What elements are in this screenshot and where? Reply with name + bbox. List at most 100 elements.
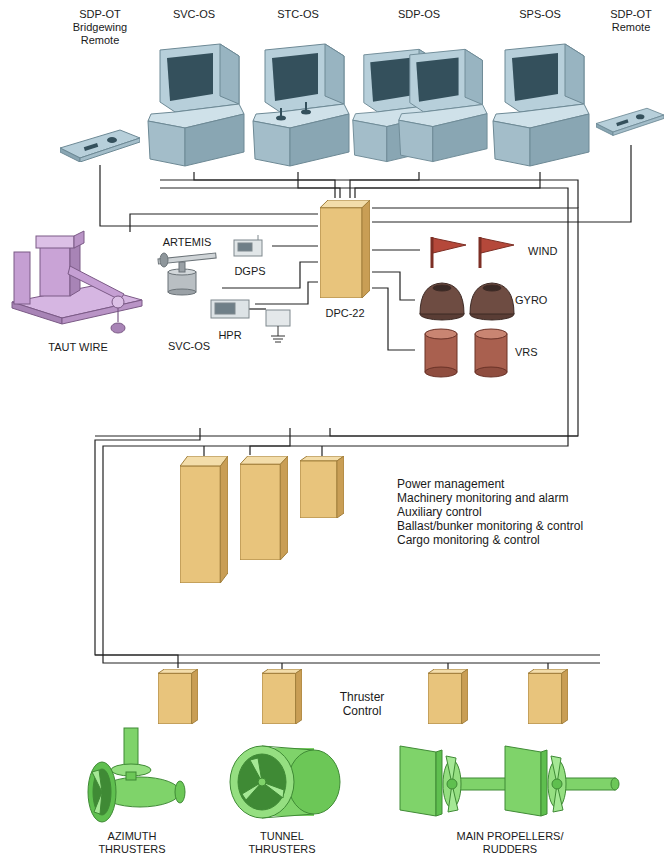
label-group: MAIN PROPELLERS/ RUDDERS [450, 830, 570, 856]
function-item: Machinery monitoring and alarm [397, 491, 583, 505]
sensor-unit: WIND [420, 234, 560, 268]
thruster-unit: MAIN PROPELLERS/ RUDDERS [390, 728, 630, 856]
machinery-cabinet [300, 456, 344, 518]
remote-panel [596, 108, 664, 135]
node-label: WIND [528, 245, 557, 258]
tunnel-thruster [258, 778, 266, 786]
node-label: AZIMUTH THRUSTERS [87, 830, 177, 856]
taut-wire-illustration [14, 252, 30, 304]
taut-wire-illustration [40, 246, 70, 296]
hpr-unit [215, 303, 235, 314]
gyro-compass [420, 283, 464, 314]
controller-cabinet: DPC-22 [318, 198, 372, 320]
operator-console [148, 44, 244, 166]
taut-wire-illustration [62, 300, 142, 324]
label-group: SVC-OS [168, 340, 210, 353]
wind-sensor [433, 238, 466, 253]
artemis-antenna [179, 262, 185, 272]
network-bus [447, 663, 448, 669]
thruster-control-cabinet [158, 669, 568, 724]
hpr-unit [275, 342, 281, 343]
sensor-unit: GYRO [415, 278, 560, 322]
gyro-compass [433, 285, 451, 291]
node-label: ARTEMIS [152, 236, 222, 249]
network-bus [103, 188, 600, 663]
label-group: DGPS [228, 265, 272, 278]
taut-wire-illustration [12, 302, 62, 324]
azimuth-thruster [92, 770, 102, 814]
thruster-control-cabinet [158, 669, 198, 724]
tunnel-thruster [230, 746, 340, 818]
label-group: TAUT WIRE [8, 341, 148, 354]
label-group: ARTEMIS [152, 236, 222, 249]
network-bus [281, 663, 282, 669]
taut-wire-illustration [112, 296, 124, 308]
main-propeller-rudder [505, 746, 541, 816]
node-label: SPS-OS [490, 8, 590, 21]
label-group: SDP-OT Bridgewing Remote [65, 8, 135, 47]
tunnel-thruster [288, 750, 340, 814]
joystick [301, 110, 311, 115]
vrs-sensor [475, 329, 507, 339]
tunnel-thruster [242, 758, 284, 800]
vrs-sensor [425, 329, 507, 377]
label-group: SDP-OT Remote [601, 8, 661, 34]
main-propeller-rudder [436, 750, 442, 816]
taut-wire-illustration [74, 231, 84, 248]
sensor-unit: ARTEMIS [152, 236, 222, 296]
operator-console [253, 44, 349, 166]
connector-layer [95, 145, 631, 668]
network-link [250, 428, 290, 455]
vrs-sensor [475, 367, 507, 377]
operator-station: SVC-OS [160, 340, 355, 428]
controller-cabinet [320, 200, 370, 298]
node-label: VRS [515, 346, 538, 359]
function-item: Cargo monitoring & control [397, 533, 583, 547]
vrs-sensor [425, 367, 457, 377]
label-group: SDP-OS [348, 8, 490, 21]
artemis-antenna [158, 253, 216, 295]
main-propeller-rudder [551, 756, 563, 812]
node-label: STC-OS [248, 8, 348, 21]
node-label: SVC-OS [168, 340, 210, 353]
thruster-control-cabinet [428, 669, 468, 724]
label-group: TUNNEL THRUSTERS [237, 830, 327, 856]
remote-panel: SDP-OT Bridgewing Remote [55, 8, 145, 165]
sensor-unit: HPR [205, 298, 255, 342]
sensor-unit: VRS [415, 326, 560, 378]
node-label: TAUT WIRE [8, 341, 148, 354]
network-link [272, 245, 318, 246]
node-label: SVC-OS [140, 8, 248, 21]
dgps-receiver [234, 235, 262, 256]
azimuth-thruster [93, 769, 111, 815]
network-link [100, 165, 318, 226]
dgps-receiver [258, 235, 259, 240]
hpr-unit [266, 310, 290, 326]
operator-station: SVC-OS [140, 8, 248, 172]
thruster-control: Thruster Control [150, 668, 575, 730]
thruster-unit: TUNNEL THRUSTERS [215, 728, 350, 856]
hpr-unit [278, 326, 279, 336]
node-label: TUNNEL THRUSTERS [237, 830, 327, 856]
main-propeller-rudder [611, 778, 619, 790]
operator-console [399, 49, 487, 161]
gyro-compass [420, 283, 514, 320]
network-link [372, 288, 415, 350]
main-propeller-rudder [447, 779, 457, 789]
network-bus [547, 663, 548, 669]
node-label: DPC-22 [318, 307, 372, 320]
label-group: STC-OS [248, 8, 348, 21]
machinery-cabinet [240, 456, 288, 560]
azimuth-thruster [175, 781, 185, 803]
main-propeller-rudder [541, 750, 547, 816]
operator-console [493, 44, 589, 166]
network-link [372, 249, 420, 250]
network-link [255, 282, 318, 304]
label-group: Power managementMachinery monitoring and… [397, 477, 583, 547]
remote-panel [60, 108, 664, 162]
label-group: VRS [515, 346, 538, 359]
tunnel-thruster [230, 746, 294, 818]
function-item: Ballast/bunker monitoring & control [397, 519, 583, 533]
vrs-sensor [425, 334, 457, 372]
